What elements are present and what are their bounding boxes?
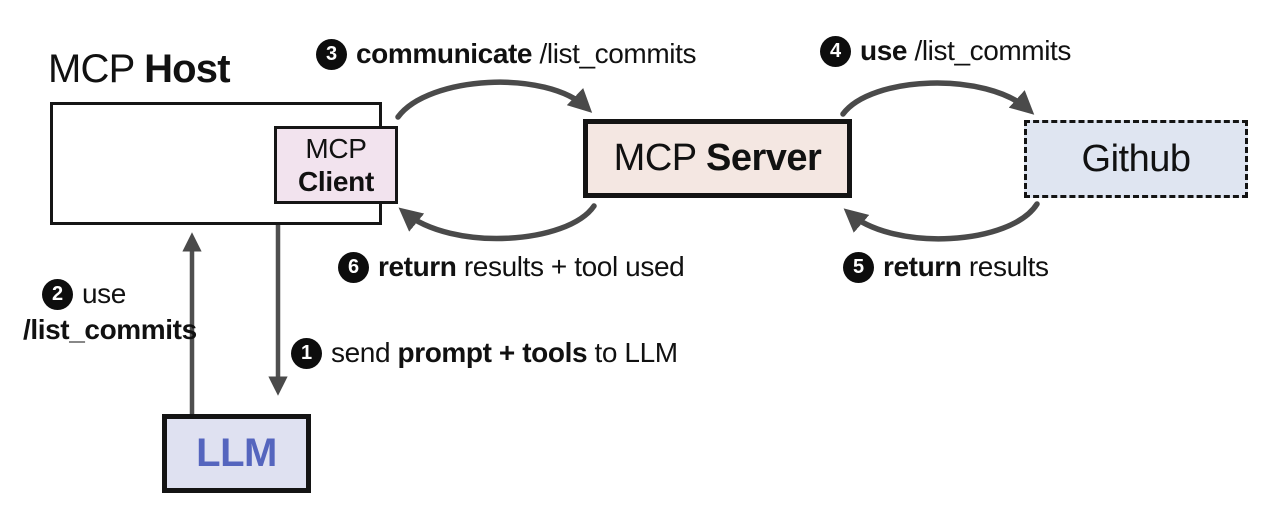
github-box: Github xyxy=(1024,120,1248,198)
host-title-bold: Host xyxy=(144,47,230,91)
mcp-server-box: MCP Server xyxy=(583,119,852,198)
step1-label: 1 send prompt + tools to LLM xyxy=(291,335,678,371)
arrow-server-to-client-bottom xyxy=(398,203,597,242)
host-title-regular: MCP xyxy=(48,47,145,91)
arrow-server-to-github-top xyxy=(840,80,1035,117)
github-label: Github xyxy=(1081,137,1191,180)
client-label-line1: MCP xyxy=(305,133,367,164)
arrow-client-to-server-top xyxy=(395,79,593,120)
host-title: MCP Host xyxy=(48,47,231,92)
llm-box: LLM xyxy=(162,414,311,493)
step2-number-badge: 2 xyxy=(42,278,73,310)
step2-label-line2: /list_commits xyxy=(23,312,197,348)
step2-text-regular: use xyxy=(82,278,126,309)
mcp-client-box: MCP Client xyxy=(274,126,398,204)
step1-text-bold: prompt + tools xyxy=(397,337,588,368)
step6-text-bold: return xyxy=(378,251,457,282)
step3-number-badge: 3 xyxy=(316,38,347,70)
llm-label: LLM xyxy=(196,431,277,475)
step4-number-badge: 4 xyxy=(820,35,851,67)
step6-label: 6 return results + tool used xyxy=(338,249,685,285)
step4-text-regular: /list_commits xyxy=(907,35,1072,66)
server-label-bold: Server xyxy=(706,137,822,179)
step2-text-bold: /list_commits xyxy=(23,314,197,345)
step4-label: 4 use /list_commits xyxy=(820,33,1071,69)
step3-text-regular: /list_commits xyxy=(532,38,697,69)
step5-text-bold: return xyxy=(883,251,962,282)
step1-number-badge: 1 xyxy=(291,337,322,369)
step5-label: 5 return results xyxy=(843,249,1049,285)
client-label-line2: Client xyxy=(298,166,374,197)
step3-text-bold: communicate xyxy=(356,38,533,69)
step1-text-pre: send xyxy=(331,337,398,368)
step5-number-badge: 5 xyxy=(843,251,874,283)
step4-text-bold: use xyxy=(860,35,908,66)
arrow-github-to-server-bottom xyxy=(843,201,1040,242)
step1-text-post: to LLM xyxy=(587,337,679,368)
step5-text-regular: results xyxy=(961,251,1049,282)
step2-label-line1: 2 use xyxy=(42,276,126,312)
step6-number-badge: 6 xyxy=(338,251,369,283)
server-label-regular: MCP xyxy=(613,137,706,179)
step3-label: 3 communicate /list_commits xyxy=(316,36,696,72)
step6-text-regular: results + tool used xyxy=(456,251,685,282)
